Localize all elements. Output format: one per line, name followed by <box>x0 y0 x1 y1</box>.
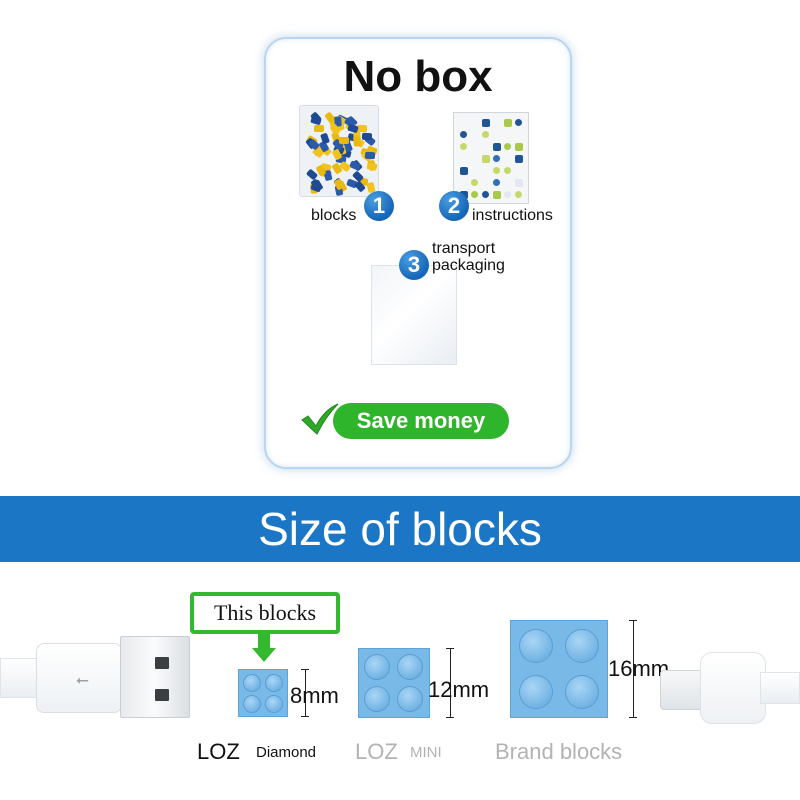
size-banner: Size of blocks <box>0 496 800 562</box>
lightning-plug <box>660 670 706 710</box>
block-12mm <box>358 648 430 718</box>
item-label-instructions: instructions <box>472 207 553 224</box>
lightning-connector-body <box>700 652 766 724</box>
usb-icon: ⭠ <box>76 672 89 689</box>
usb-connector-body <box>36 643 122 713</box>
banner-title: Size of blocks <box>258 503 542 555</box>
number-badge-1: 1 <box>364 191 394 221</box>
down-arrow-icon <box>258 634 270 650</box>
caption-brand-blocks: Brand blocks <box>495 739 623 764</box>
size-label-8mm: 8mm <box>290 683 339 708</box>
caption-loz-mini-name: LOZ <box>355 739 398 764</box>
this-blocks-callout: This blocks <box>190 592 340 634</box>
caption-loz-mini-sub: MINI <box>410 744 442 761</box>
item-label-blocks: blocks <box>311 207 357 224</box>
blocks-bag-image <box>299 105 379 197</box>
size-label-12mm: 12mm <box>428 677 490 702</box>
lightning-cable <box>760 672 800 704</box>
item-label-transport: transport <box>432 240 496 257</box>
check-icon <box>301 403 339 435</box>
usb-plug <box>120 636 190 718</box>
caption-loz-diamond-sub: Diamond <box>256 744 317 761</box>
caption-loz-diamond-name: LOZ <box>197 739 240 764</box>
number-badge-3: 3 <box>399 250 429 280</box>
save-money-badge: Save money <box>333 403 509 439</box>
transport-packaging-image <box>371 265 457 365</box>
item-label-packaging: packaging <box>432 257 505 274</box>
block-8mm <box>238 669 288 717</box>
block-16mm <box>510 620 608 718</box>
number-badge-2: 2 <box>439 191 469 221</box>
card-title: No box <box>343 52 493 101</box>
instructions-manual-image <box>453 112 529 204</box>
size-label-16mm: 16mm <box>608 656 670 681</box>
